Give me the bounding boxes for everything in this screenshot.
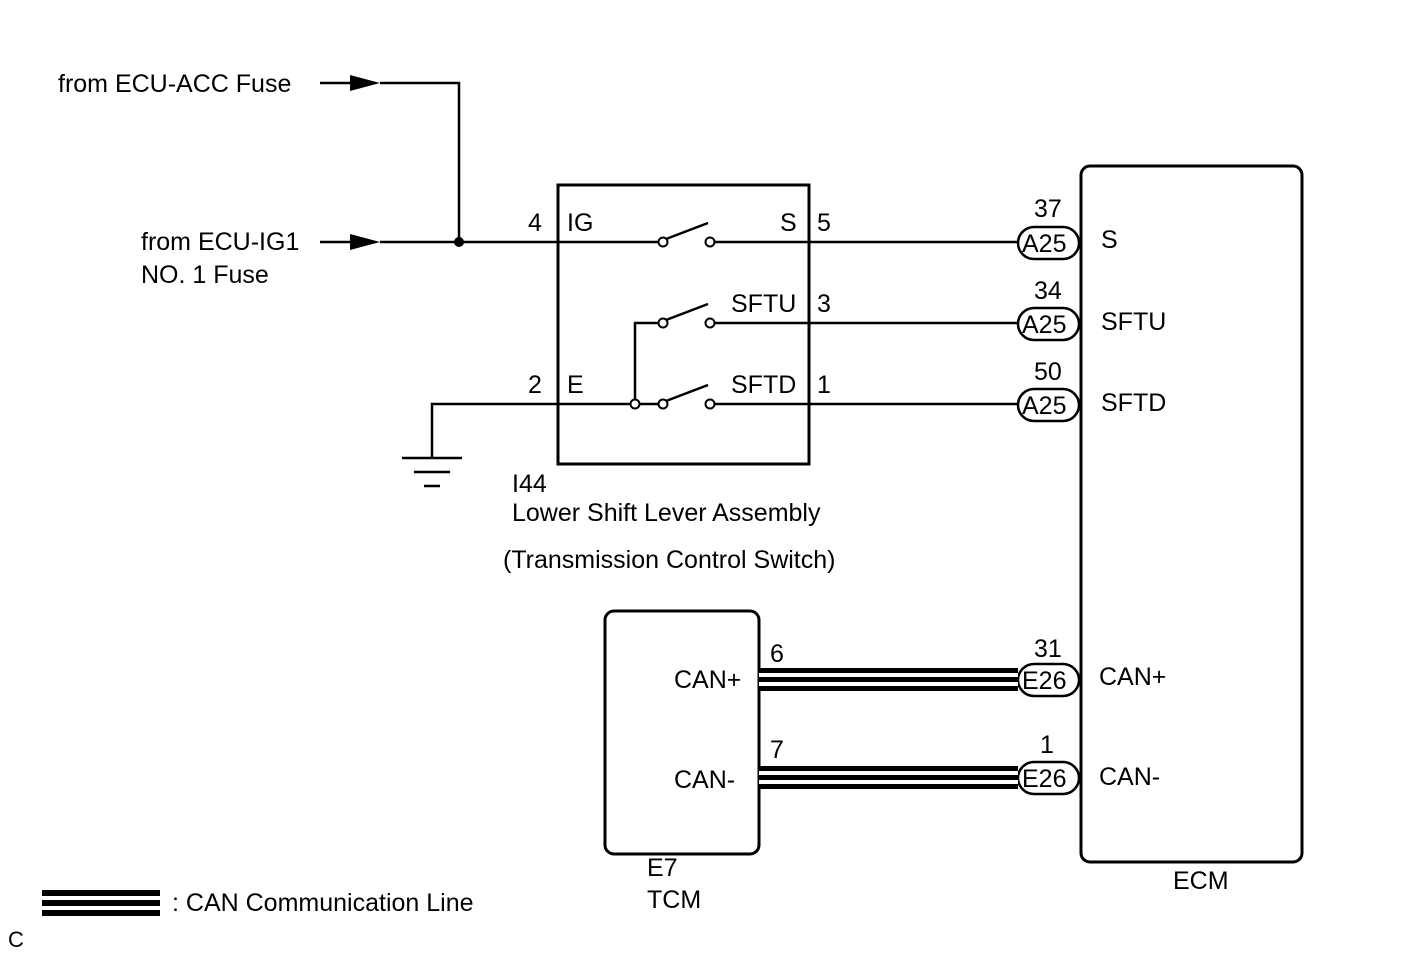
switch-assembly: 4 IG S 5 SFTU 3 2 E SFTD 1 I44 Lower Shi…: [503, 183, 835, 574]
connector-e26-canh-label: E26: [1022, 667, 1066, 695]
connector-a25-s-label: A25: [1022, 230, 1066, 258]
can-high-line-gap-1: [759, 673, 1018, 677]
ecm-pin-37: 37: [1034, 195, 1062, 223]
legend-line-gap-2: [42, 906, 160, 910]
ecm-terminal-sftu: SFTU: [1101, 308, 1166, 336]
connector-a25-sftu-label: A25: [1022, 311, 1066, 339]
switch-pin-4: 4: [528, 209, 542, 237]
can-high-line: [759, 668, 1018, 691]
legend: : CAN Communication Line: [42, 889, 474, 917]
ecm-pin-50: 50: [1034, 358, 1062, 386]
ig1-source-label-line2: NO. 1 Fuse: [141, 261, 269, 289]
e-junction-contact: [629, 398, 641, 410]
tcm-terminal-canl: CAN-: [674, 766, 735, 794]
tcm-terminal-canh: CAN+: [674, 666, 741, 694]
ecm-box: [1079, 164, 1304, 864]
ecm-pin-31: 31: [1034, 635, 1062, 663]
switch-pin-2: 2: [528, 371, 542, 399]
switch-pin-label-e: E: [567, 371, 584, 399]
tcm-code: E7: [647, 854, 678, 882]
can-low-line-gap-2: [759, 780, 1018, 784]
connector-a25-sftd: [1016, 387, 1081, 423]
legend-label: : CAN Communication Line: [172, 889, 474, 917]
sftd-switch-blade: [665, 383, 709, 403]
ecm-pin-34: 34: [1034, 277, 1062, 305]
switch-assembly-name: Lower Shift Lever Assembly: [512, 499, 821, 527]
e-to-sftu-wire: [633, 321, 658, 400]
switch-assembly-box: [556, 183, 811, 466]
sftd-switch-contact-right: [704, 398, 716, 410]
acc-arrow-icon: [350, 75, 380, 91]
switch-pin-1: 1: [817, 371, 831, 399]
ecm-pin-1: 1: [1040, 731, 1054, 759]
s-switch-contact-right: [704, 236, 716, 248]
s-switch-contact-left: [657, 236, 669, 248]
can-low-line-outer: [759, 766, 1018, 789]
connector-e26-canl-label: E26: [1022, 765, 1066, 793]
acc-source: from ECU-ACC Fuse: [58, 70, 461, 242]
can-high-line-outer: [759, 668, 1018, 691]
ecm: ECM 37 A25 S 34 A25 SFTU 50 A25 SFTD 31 …: [1016, 164, 1304, 895]
ig1-source-label-line1: from ECU-IG1: [141, 228, 299, 256]
legend-line-outer: [42, 890, 160, 916]
can-low-line-gap-1: [759, 771, 1018, 775]
switch-pin-3: 3: [817, 290, 831, 318]
ecm-terminal-s: S: [1101, 226, 1118, 254]
ig1-source: from ECU-IG1 NO. 1 Fuse: [141, 228, 558, 289]
sftu-switch-contact-right: [704, 317, 716, 329]
legend-line-gap-1: [42, 896, 160, 900]
sftu-switch-blade: [665, 302, 709, 322]
sftd-switch-contact-left: [657, 398, 669, 410]
signal-wires: [809, 240, 1018, 406]
tcm-pin-6: 6: [770, 640, 784, 668]
connector-a25-sftu: [1016, 306, 1081, 342]
switch-pin-label-sftu: SFTU: [731, 290, 796, 318]
s-switch-blade: [665, 221, 709, 241]
ecm-name: ECM: [1173, 867, 1229, 895]
tcm: CAN+ CAN- 6 7 E7 TCM: [603, 609, 784, 914]
junction-dot: [454, 237, 464, 247]
can-high-line-gap-2: [759, 682, 1018, 686]
corner-mark: C: [8, 927, 24, 952]
tcm-pin-7: 7: [770, 736, 784, 764]
ground-symbol: [402, 402, 558, 488]
tcm-box: [603, 609, 761, 856]
switch-pin-label-sftd: SFTD: [731, 371, 796, 399]
switch-pin-label-ig: IG: [567, 209, 593, 237]
switch-assembly-code: I44: [512, 470, 547, 498]
can-low-line: [759, 766, 1018, 789]
connector-a25-sftd-label: A25: [1022, 392, 1066, 420]
acc-source-label: from ECU-ACC Fuse: [58, 70, 291, 98]
ground-wire: [430, 402, 558, 458]
ig1-arrow-icon: [350, 234, 380, 250]
switch-pin-label-s: S: [780, 209, 797, 237]
switch-pin-5: 5: [817, 209, 831, 237]
ecm-terminal-canh: CAN+: [1099, 663, 1166, 691]
sftu-switch-contact-left: [657, 317, 669, 329]
switch-assembly-subtitle: (Transmission Control Switch): [503, 546, 835, 574]
can-bus: [759, 668, 1018, 789]
connector-a25-s: [1016, 225, 1081, 261]
tcm-name: TCM: [647, 886, 701, 914]
acc-wire: [380, 81, 461, 242]
ecm-terminal-sftd: SFTD: [1101, 389, 1166, 417]
ecm-terminal-canl: CAN-: [1099, 763, 1160, 791]
